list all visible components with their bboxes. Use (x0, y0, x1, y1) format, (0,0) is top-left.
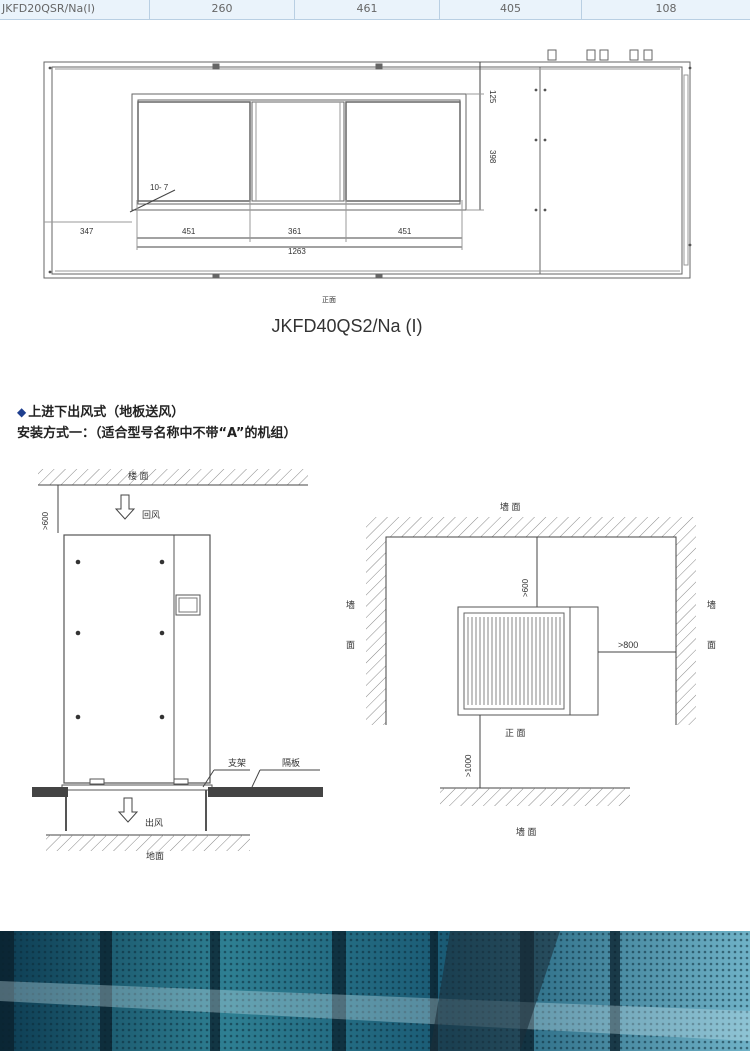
panel-3 (345, 101, 461, 202)
baffle-left (32, 787, 68, 797)
wall-inner (385, 536, 677, 725)
table-cell: 260 (150, 0, 295, 19)
cabinet-outline (43, 61, 691, 279)
dim-panel3: 451 (398, 227, 412, 236)
dim-panel2: 361 (288, 227, 302, 236)
table-cell: 461 (295, 0, 440, 19)
top-clearance: >600 (41, 511, 50, 530)
table-cell: 108 (655, 2, 677, 15)
bottom-wall-hatch (440, 788, 630, 806)
wall-right-2: 面 (707, 640, 716, 650)
supply-air-arrow-icon (117, 797, 139, 823)
right-clearance: >800 (618, 640, 638, 650)
front-clearance: >1000 (464, 754, 473, 777)
dim-panel1: 451 (182, 227, 196, 236)
ceiling-label: 楼 面 (128, 470, 149, 481)
table-cell: 405 (440, 0, 582, 19)
floor-label: 地面 (146, 850, 164, 861)
plan-clearance-drawing: 墙 面 墙 面 墙 面 >600 >800 正 面 >1000 墙 面 (346, 501, 716, 837)
baffle-right (208, 787, 323, 797)
view-label: 正面 (322, 296, 336, 304)
side-elevation-drawing: 楼 面 >600 回风 支架 隔板 出风 地面 (32, 469, 323, 861)
panel-2 (251, 101, 345, 202)
supply-air-label: 出风 (145, 817, 163, 828)
opening-frame (131, 93, 467, 211)
model-title: JKFD40QS2/Na (I) (271, 316, 423, 336)
return-air-label: 回风 (142, 510, 160, 520)
diamond-icon: ◆ (17, 405, 27, 419)
return-air-arrow-icon (114, 494, 136, 520)
server-rack-banner (0, 931, 750, 1051)
floor-hatch (46, 835, 250, 851)
ceiling-hatch (38, 469, 308, 485)
dim-holes: 10- 7 (150, 183, 169, 192)
unit-body (63, 534, 211, 784)
dim-height: 398 (488, 150, 497, 164)
front-label: 正 面 (505, 728, 526, 738)
front-dimension-drawing: 347 451 361 451 1263 125 398 10- 7 正面 (43, 49, 692, 304)
baffle-label: 隔板 (282, 757, 300, 768)
dim-top-gap: 125 (488, 90, 497, 104)
stand-top (61, 784, 213, 791)
wall-bottom-label: 墙 面 (516, 826, 537, 837)
spec-table-row: JKFD20QSR/Na(I) 260 461 405 108 (0, 0, 750, 20)
dim-left: 347 (80, 227, 94, 236)
top-clearance: >600 (521, 578, 530, 597)
wall-top-label: 墙 面 (500, 501, 521, 512)
wall-left-2: 面 (346, 640, 355, 650)
table-cell-model: JKFD20QSR/Na(I) (0, 0, 150, 19)
install-method: 安装方式一：（适合型号名称中不带“A”的机组） (17, 426, 297, 441)
wall-right-1: 墙 (707, 599, 716, 610)
panel-1 (137, 101, 251, 202)
dim-total: 1263 (288, 247, 306, 256)
section-heading: ◆上进下出风式（地板送风） (17, 401, 184, 420)
stand-label: 支架 (228, 757, 246, 768)
section-heading-text: 上进下出风式（地板送风） (28, 405, 185, 420)
wall-left-1: 墙 (346, 599, 355, 610)
